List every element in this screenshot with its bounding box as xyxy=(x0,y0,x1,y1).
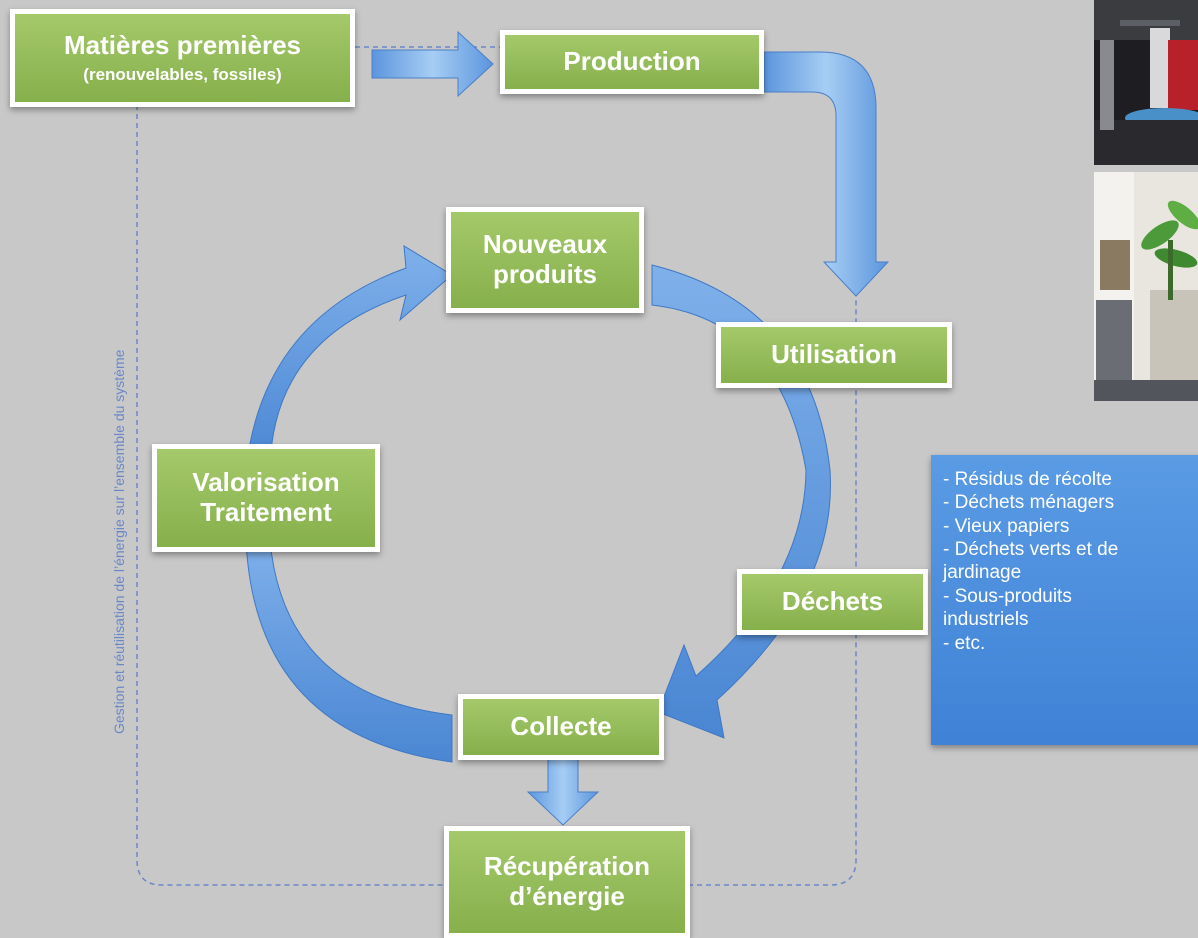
waste-item: - Sous-produits xyxy=(943,585,1072,607)
production-label: Production xyxy=(563,46,701,77)
waste-item: - Résidus de récolte xyxy=(943,469,1112,490)
production-box: Production xyxy=(500,30,764,94)
arrow-to-use xyxy=(763,51,890,297)
plant-photo xyxy=(1094,172,1198,401)
waste-item: industriels xyxy=(943,609,1029,631)
collection-box: Collecte xyxy=(458,694,664,760)
valorisation-line1: Valorisation xyxy=(192,467,340,498)
energy-recovery-box: Récupération d’énergie xyxy=(444,826,690,938)
waste-box: Déchets xyxy=(737,569,928,635)
waste-item: - Déchets verts et de xyxy=(943,539,1119,561)
arrow-to-production xyxy=(371,30,494,98)
use-label: Utilisation xyxy=(771,339,897,370)
new-products-box: Nouveaux produits xyxy=(446,207,644,313)
energy-line1: Récupération xyxy=(483,851,651,882)
waste-types-list: - Résidus de récolte - Déchets ménagers … xyxy=(931,455,1198,745)
collection-label: Collecte xyxy=(510,711,612,742)
waste-item: jardinage xyxy=(943,562,1022,584)
arc-left-down xyxy=(245,539,453,763)
raw-materials-subtitle: (renouvelables, fossiles) xyxy=(83,65,282,85)
valorisation-box: Valorisation Traitement xyxy=(152,444,380,552)
energy-line2: d’énergie xyxy=(509,881,625,911)
new-products-line2: produits xyxy=(493,259,597,289)
waste-label: Déchets xyxy=(781,586,884,617)
valorisation-line2: Traitement xyxy=(200,497,332,527)
use-box: Utilisation xyxy=(716,322,952,388)
waste-item: - etc. xyxy=(943,632,986,654)
new-products-line1: Nouveaux xyxy=(482,229,608,260)
lab-photo xyxy=(1094,0,1198,165)
energy-management-label: Gestion et réutilisation de l’énergie su… xyxy=(111,349,127,734)
waste-item: - Vieux papiers xyxy=(943,515,1070,537)
arc-left-up xyxy=(245,245,453,471)
energy-loop-line xyxy=(136,46,857,886)
raw-materials-box: Matières premières (renouvelables, fossi… xyxy=(10,9,355,107)
waste-item: - Déchets ménagers xyxy=(943,492,1115,514)
raw-materials-title: Matières premières xyxy=(63,30,302,61)
